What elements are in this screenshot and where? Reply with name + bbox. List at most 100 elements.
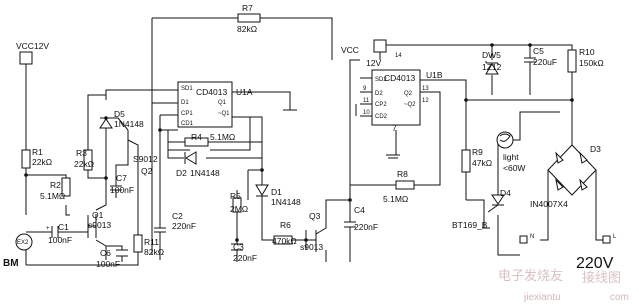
capacitor-c3: C3 220nF [231,242,257,263]
svg-text:150kΩ: 150kΩ [579,58,604,68]
diode-d2: D2 1N4148 [176,151,220,178]
svg-text:Q2: Q2 [404,91,413,97]
svg-text:5.1MΩ: 5.1MΩ [210,132,235,142]
svg-text:1N4148: 1N4148 [190,168,220,178]
svg-text:IN4007X4: IN4007X4 [530,199,568,209]
resistor-r11: R11 82kΩ [133,234,164,257]
svg-text:SD1: SD1 [181,86,193,92]
svg-text:DW5: DW5 [482,50,501,60]
svg-text:~Q1: ~Q1 [218,111,230,117]
svg-text:L: L [613,234,617,240]
ground-symbols [283,109,490,229]
transistor-q2: S9012 Q2 [127,130,158,176]
svg-text:CP1: CP1 [181,111,193,117]
svg-text:5.1MΩ: 5.1MΩ [383,194,408,204]
svg-text:22kΩ: 22kΩ [32,157,52,167]
vcc-left-terminal: VCC12V [16,41,49,65]
svg-text:CD4013: CD4013 [196,87,227,97]
mains-terminals: N L 220V [519,234,617,272]
svg-text:C6: C6 [100,248,111,258]
svg-text:47kΩ: 47kΩ [472,158,492,168]
svg-text:R6: R6 [280,220,291,230]
svg-text:C3: C3 [233,242,244,252]
resistor-r4: R4 5.1MΩ [184,132,235,147]
svg-text:R10: R10 [579,47,595,57]
svg-text:接线图: 接线图 [582,270,621,285]
transistor-q1: Q1 s9013 [88,210,111,238]
svg-text:470kΩ: 470kΩ [272,236,297,246]
capacitor-c6: C6 100nF [96,248,128,269]
svg-text:EX2: EX2 [17,240,29,246]
scr-d4: D4 BT169_B [452,188,511,230]
microphone-bm: EX2 BM [3,233,33,269]
svg-text:+: + [46,226,50,232]
resistor-r3: R3 22kΩ [74,148,94,171]
resistor-r5: R5 2MΩ [230,191,248,214]
svg-text:D1: D1 [181,100,189,106]
svg-text:2MΩ: 2MΩ [230,204,248,214]
transistor-q3: Q3 s9013 [300,211,323,252]
chip-u1a: CD4013 U1A SD1 D1 CP1 CD1 Q1 ~Q1 [177,81,253,128]
svg-text:D3: D3 [590,144,601,154]
svg-text:jiexiantu: jiexiantu [523,292,561,303]
svg-text:VCC: VCC [341,45,359,55]
svg-text:D2: D2 [375,91,383,97]
zener-dw5: DW5 1Z12 [482,50,502,75]
junctions [24,43,574,242]
svg-text:~Q2: ~Q2 [404,102,416,108]
svg-text:220uF: 220uF [533,57,557,67]
svg-text:R5: R5 [230,191,241,201]
svg-text:BT169_B: BT169_B [452,220,488,230]
svg-text:12: 12 [422,98,429,104]
svg-text:电子发烧友: 电子发烧友 [498,268,563,283]
svg-text:D5: D5 [114,109,125,119]
svg-text:220nF: 220nF [172,221,196,231]
svg-text:R9: R9 [472,147,483,157]
svg-text:BM: BM [3,258,19,269]
resistor-r10: R10 150kΩ [567,47,604,73]
svg-text:7: 7 [392,123,397,133]
svg-text:R2: R2 [50,180,61,190]
svg-text:Q1: Q1 [218,100,227,106]
svg-text:CD4013: CD4013 [384,73,415,83]
svg-text:SD2: SD2 [375,77,387,83]
capacitor-c4: C4 220nF [344,205,378,232]
svg-text:100nF: 100nF [48,235,72,245]
lamp-icon: light <60W [496,131,525,173]
svg-text:D2: D2 [176,168,187,178]
svg-text:s9013: s9013 [88,220,111,230]
capacitor-c5: C5 220uF [524,46,557,67]
svg-text:100nF: 100nF [110,185,134,195]
svg-text:1Z12: 1Z12 [482,62,502,72]
svg-text:1N4148: 1N4148 [271,197,301,207]
svg-text:13: 13 [422,86,429,92]
svg-text:D4: D4 [500,188,511,198]
resistor-r6: R6 470kΩ [272,220,297,246]
resistor-r8: R8 5.1MΩ [383,169,415,204]
svg-text:<60W: <60W [503,163,525,173]
svg-text:U1A: U1A [236,87,253,97]
watermark: 电子发烧友 jiexiantu 接线图 com [498,268,629,303]
svg-text:220V: 220V [576,255,614,272]
capacitor-c7: C7 100nF [110,173,134,195]
resistor-r9: R9 47kΩ [461,147,492,173]
svg-text:10: 10 [363,110,370,116]
svg-text:CD2: CD2 [375,114,388,120]
svg-text:R1: R1 [32,147,43,157]
svg-text:N: N [530,234,534,240]
svg-text:R4: R4 [191,132,202,142]
svg-text:220nF: 220nF [354,222,378,232]
svg-text:C7: C7 [116,173,127,183]
svg-text:R8: R8 [397,169,408,179]
svg-text:R7: R7 [242,3,253,13]
svg-text:s9013: s9013 [300,242,323,252]
capacitor-c1: + C1 100nF [46,222,72,245]
svg-text:22kΩ: 22kΩ [74,159,94,169]
diode-d1: D1 1N4148 [255,184,301,207]
svg-text:11: 11 [363,98,370,104]
vcc-right-terminal: VCC 12V 14 [341,39,402,68]
bridge-rectifier-d3: D3 IN4007X4 [530,144,601,209]
svg-text:100nF: 100nF [96,259,120,269]
svg-text:S9012: S9012 [133,154,158,164]
